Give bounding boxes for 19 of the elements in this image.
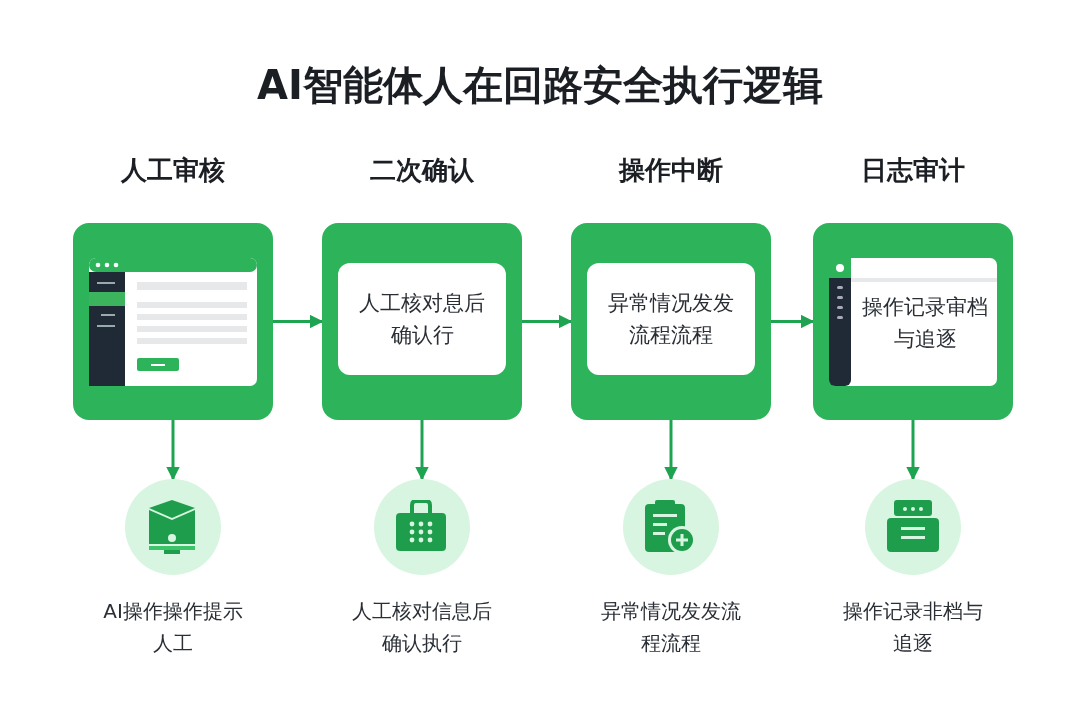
caption-text: 操作记录非档与追逐 — [842, 598, 984, 657]
step-heading: 人工审核 — [120, 154, 226, 187]
step-heading: 二次确认 — [369, 154, 475, 187]
message-panel: 异常情况发发流程流程 — [587, 263, 755, 375]
step-heading: 日志审计 — [860, 154, 966, 187]
arrow — [166, 420, 180, 481]
title: AI智能体人在回路安全执行逻辑 — [256, 61, 824, 110]
arrow — [522, 314, 573, 329]
message-panel: 人工核对息后确认行 — [338, 263, 506, 375]
step-heading: 操作中断 — [617, 154, 724, 187]
arrow — [664, 420, 678, 481]
caption-text: 人工核对信息后确认执行 — [351, 598, 493, 657]
arrow — [273, 314, 324, 329]
caption-text: 异常情况发发流程流程 — [600, 598, 742, 657]
caption-text: AI操作操作提示人工 — [102, 598, 244, 657]
arrow — [906, 420, 920, 481]
arrow — [771, 314, 815, 329]
card-text: 操作记录审档与追逐 — [861, 294, 989, 353]
arrow — [415, 420, 429, 481]
